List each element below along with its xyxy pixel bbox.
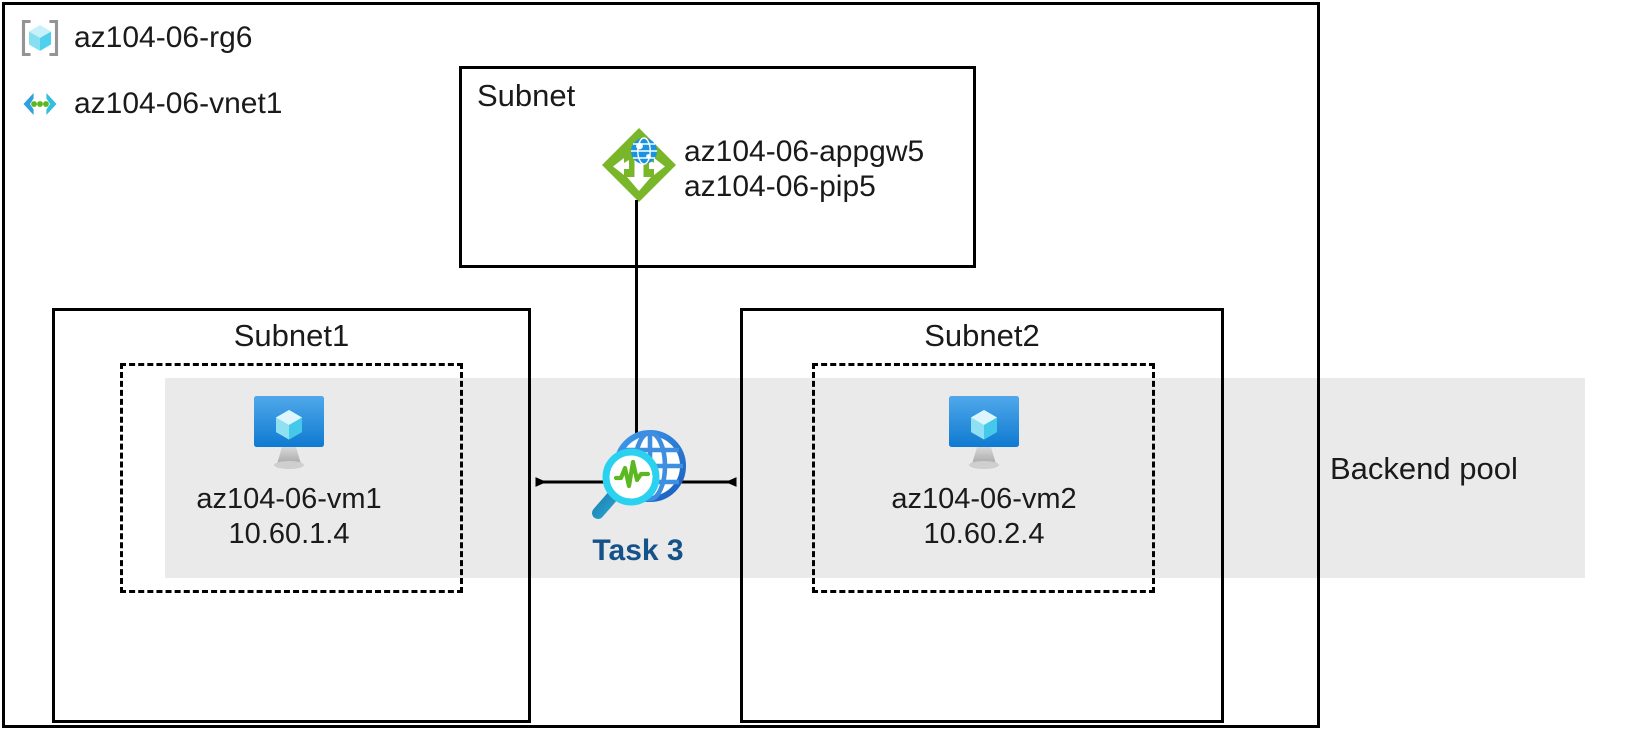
gateway-subnet-title: Subnet [477, 78, 576, 113]
vm1-ip: 10.60.1.4 [228, 518, 350, 550]
gateway-to-watcher-connector [635, 200, 638, 450]
resource-group-icon [18, 16, 62, 60]
legend-resource-group-label: az104-06-rg6 [74, 21, 253, 54]
subnet1-title: Subnet1 [233, 318, 350, 353]
vm1-node: az104-06-vm1 10.60.1.4 [189, 394, 389, 552]
virtual-machine-icon [189, 394, 389, 474]
legend-virtual-network-label: az104-06-vnet1 [74, 87, 283, 120]
virtual-network-icon [18, 82, 62, 126]
vm2-labels: az104-06-vm2 10.60.2.4 [884, 482, 1084, 552]
vm2-name: az104-06-vm2 [891, 483, 1077, 515]
backend-pool-label: Backend pool [1330, 451, 1518, 486]
appgw-name: az104-06-appgw5 [684, 135, 925, 168]
subnet1-nic-boundary [120, 363, 463, 593]
subnet2-title: Subnet2 [924, 318, 1040, 353]
resource-group-boundary [2, 2, 1320, 728]
vm2-ip: 10.60.2.4 [923, 518, 1045, 550]
application-gateway-labels: az104-06-appgw5 az104-06-pip5 [684, 134, 924, 204]
vm2-node: az104-06-vm2 10.60.2.4 [884, 394, 1084, 552]
subnet2-box [740, 308, 1224, 723]
vm1-name: az104-06-vm1 [196, 483, 382, 515]
task3-label: Task 3 [592, 534, 684, 567]
legend-virtual-network: az104-06-vnet1 [18, 82, 282, 126]
application-gateway-icon [600, 126, 678, 204]
vm1-labels: az104-06-vm1 10.60.1.4 [189, 482, 389, 552]
legend-resource-group: az104-06-rg6 [18, 16, 252, 60]
backend-pool-band [165, 378, 1585, 578]
gateway-subnet-box [459, 66, 976, 268]
virtual-machine-icon [884, 394, 1084, 474]
network-watcher-icon [578, 420, 696, 532]
subnet2-nic-boundary [812, 363, 1155, 593]
subnet1-box [52, 308, 531, 723]
public-ip-name: az104-06-pip5 [684, 170, 876, 203]
